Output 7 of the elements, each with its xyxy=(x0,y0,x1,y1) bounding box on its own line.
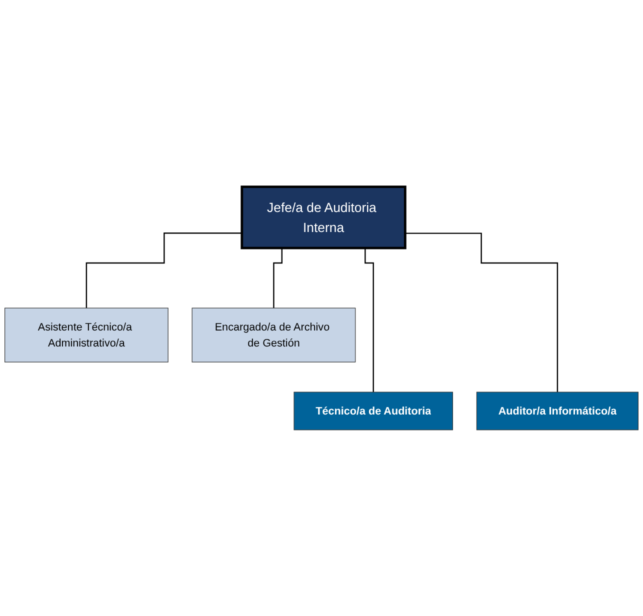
connector xyxy=(405,232,558,392)
node-box: Encargado/a de Archivo de Gestión xyxy=(192,307,356,362)
node-box: Jefe/a de Auditoria Interna xyxy=(240,185,406,249)
connector xyxy=(86,232,242,308)
node-box: Auditor/a Informático/a xyxy=(476,391,638,430)
node-box: Técnico/a de Auditoria xyxy=(294,391,453,430)
node-box: Asistente Técnico/a Administrativo/a xyxy=(4,307,168,362)
